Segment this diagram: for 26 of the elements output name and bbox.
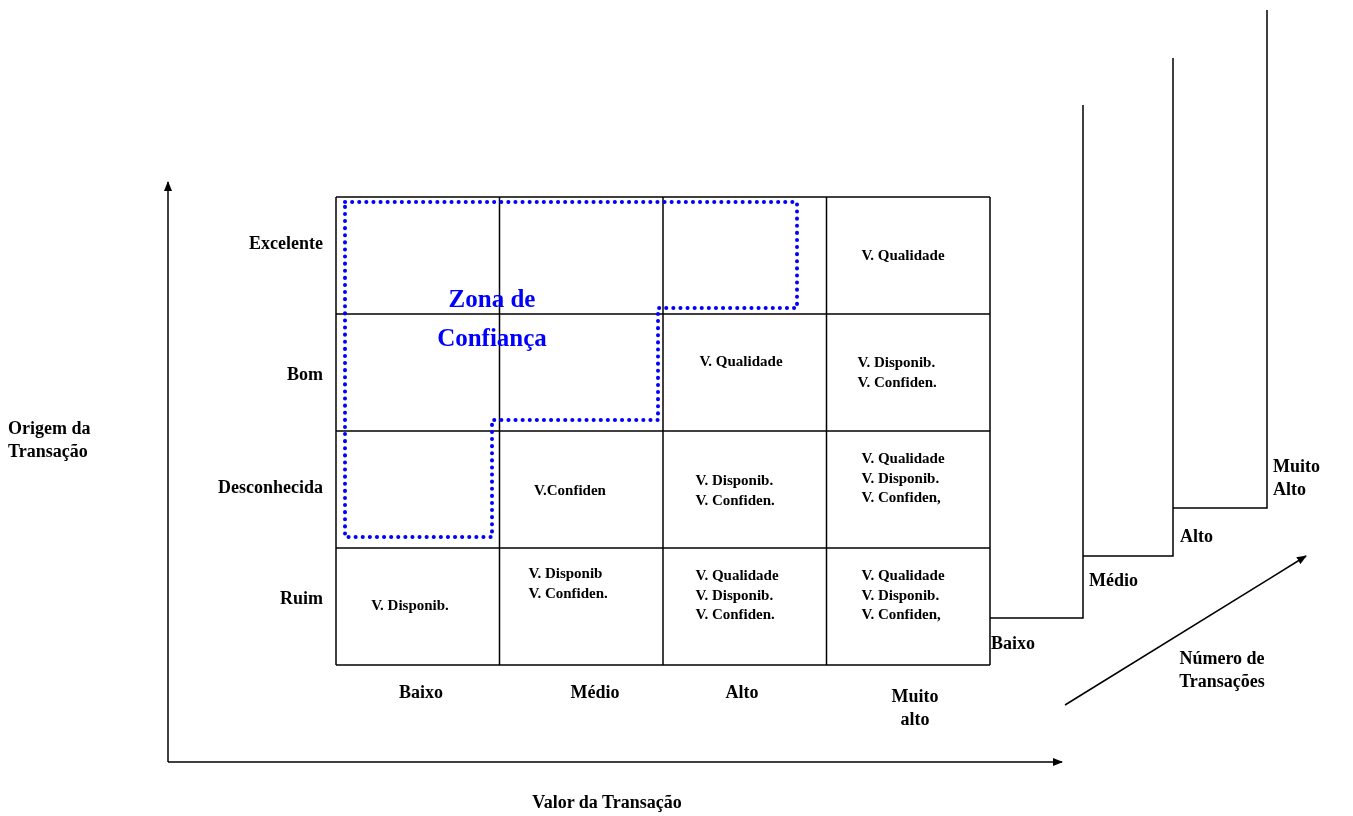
row-label: Bom xyxy=(287,363,323,387)
axis-title: Origem da Transação xyxy=(8,416,92,463)
column-label: Alto xyxy=(725,681,759,705)
axis-title: Número de Transações xyxy=(1178,646,1266,693)
column-label: Baixo xyxy=(399,681,443,705)
confidence-zone xyxy=(342,199,800,540)
row-label: Excelente xyxy=(249,232,323,256)
row-label: Desconhecida xyxy=(218,476,323,500)
cell-text: V. Disponib V. Confiden. xyxy=(528,563,609,602)
cell-text: V.Confiden xyxy=(533,481,607,501)
cell-text: V. Disponib. xyxy=(370,596,450,616)
cell-text: V. Qualidade V. Disponib. V. Confiden, xyxy=(861,565,946,624)
column-label: Muito alto xyxy=(890,684,940,731)
cell-text: V. Disponib. V. Confiden. xyxy=(695,470,776,509)
cell-text: V. Qualidade xyxy=(698,352,784,372)
step-label: Baixo xyxy=(991,632,1035,656)
cell-text: V. Qualidade V. Disponib. V. Confiden, xyxy=(861,448,946,507)
axis-title: Valor da Transação xyxy=(532,791,682,815)
step-label: Muito Alto xyxy=(1273,454,1321,501)
cell-text: V. Disponib. V. Confiden. xyxy=(857,352,938,391)
step-label: Médio xyxy=(1089,569,1138,593)
cell-text: V. Qualidade V. Disponib. V. Confiden. xyxy=(695,565,780,624)
step-label: Alto xyxy=(1180,525,1213,549)
cell-text: V. Qualidade xyxy=(860,246,946,266)
row-label: Ruim xyxy=(280,587,323,611)
column-label: Médio xyxy=(570,681,620,705)
